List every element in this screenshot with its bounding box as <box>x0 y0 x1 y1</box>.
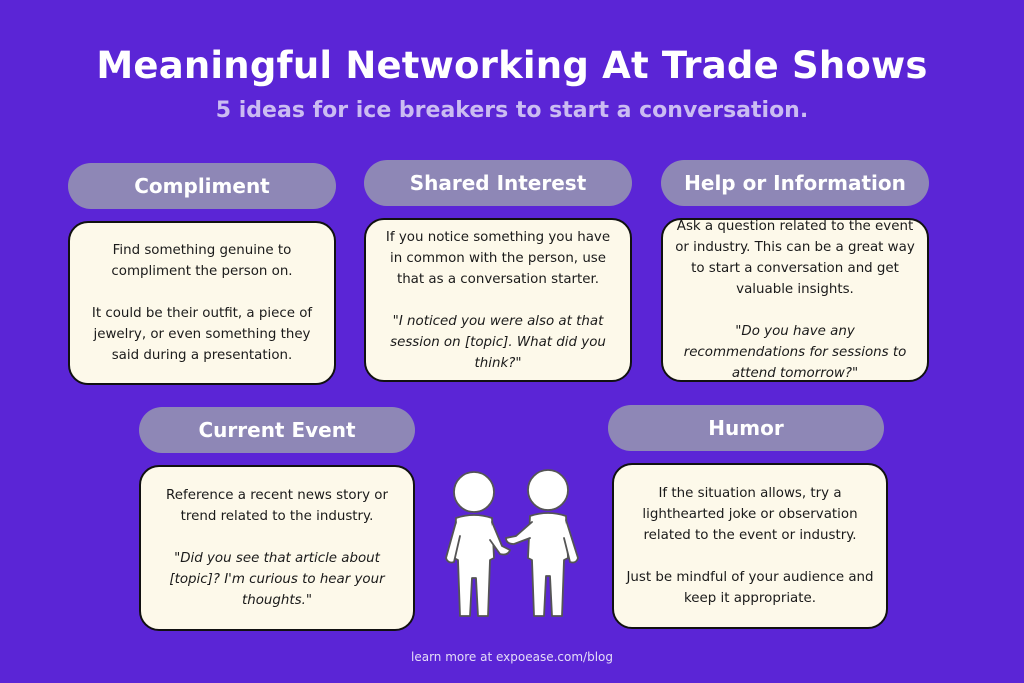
compliment-card: Find something genuine to compliment the… <box>68 221 336 385</box>
compliment-text-2: It could be their outfit, a piece of jew… <box>91 306 313 363</box>
help-information-heading: Help or Information <box>661 160 929 206</box>
current-event-card: Reference a recent news story or trend r… <box>139 465 415 631</box>
humor-heading: Humor <box>608 405 884 451</box>
help-information-text: Ask a question related to the event or i… <box>675 219 915 297</box>
shared-interest-quote: "I noticed you were also at that session… <box>390 313 606 371</box>
humor-text-2: Just be mindful of your audience and kee… <box>626 570 874 606</box>
page-title: Meaningful Networking At Trade Shows <box>96 44 928 87</box>
current-event-quote: "Did you see that article about [topic]?… <box>169 551 385 608</box>
footer-link-text: learn more at expoease.com/blog <box>411 650 613 664</box>
shared-interest-heading: Shared Interest <box>364 160 632 206</box>
current-event-heading: Current Event <box>139 407 415 453</box>
shared-interest-card: If you notice something you have in comm… <box>364 218 632 382</box>
compliment-heading: Compliment <box>68 163 336 209</box>
current-event-text: Reference a recent news story or trend r… <box>166 488 388 524</box>
page-subtitle: 5 ideas for ice breakers to start a conv… <box>215 98 809 123</box>
help-information-card: Ask a question related to the event or i… <box>661 218 929 382</box>
shared-interest-text: If you notice something you have in comm… <box>385 229 611 287</box>
humor-card: If the situation allows, try a lighthear… <box>612 463 888 629</box>
help-information-quote: "Do you have any recommendations for ses… <box>683 324 907 381</box>
people-talking-icon <box>436 466 586 630</box>
humor-text: If the situation allows, try a lighthear… <box>642 486 858 543</box>
compliment-text: Find something genuine to compliment the… <box>111 243 293 279</box>
